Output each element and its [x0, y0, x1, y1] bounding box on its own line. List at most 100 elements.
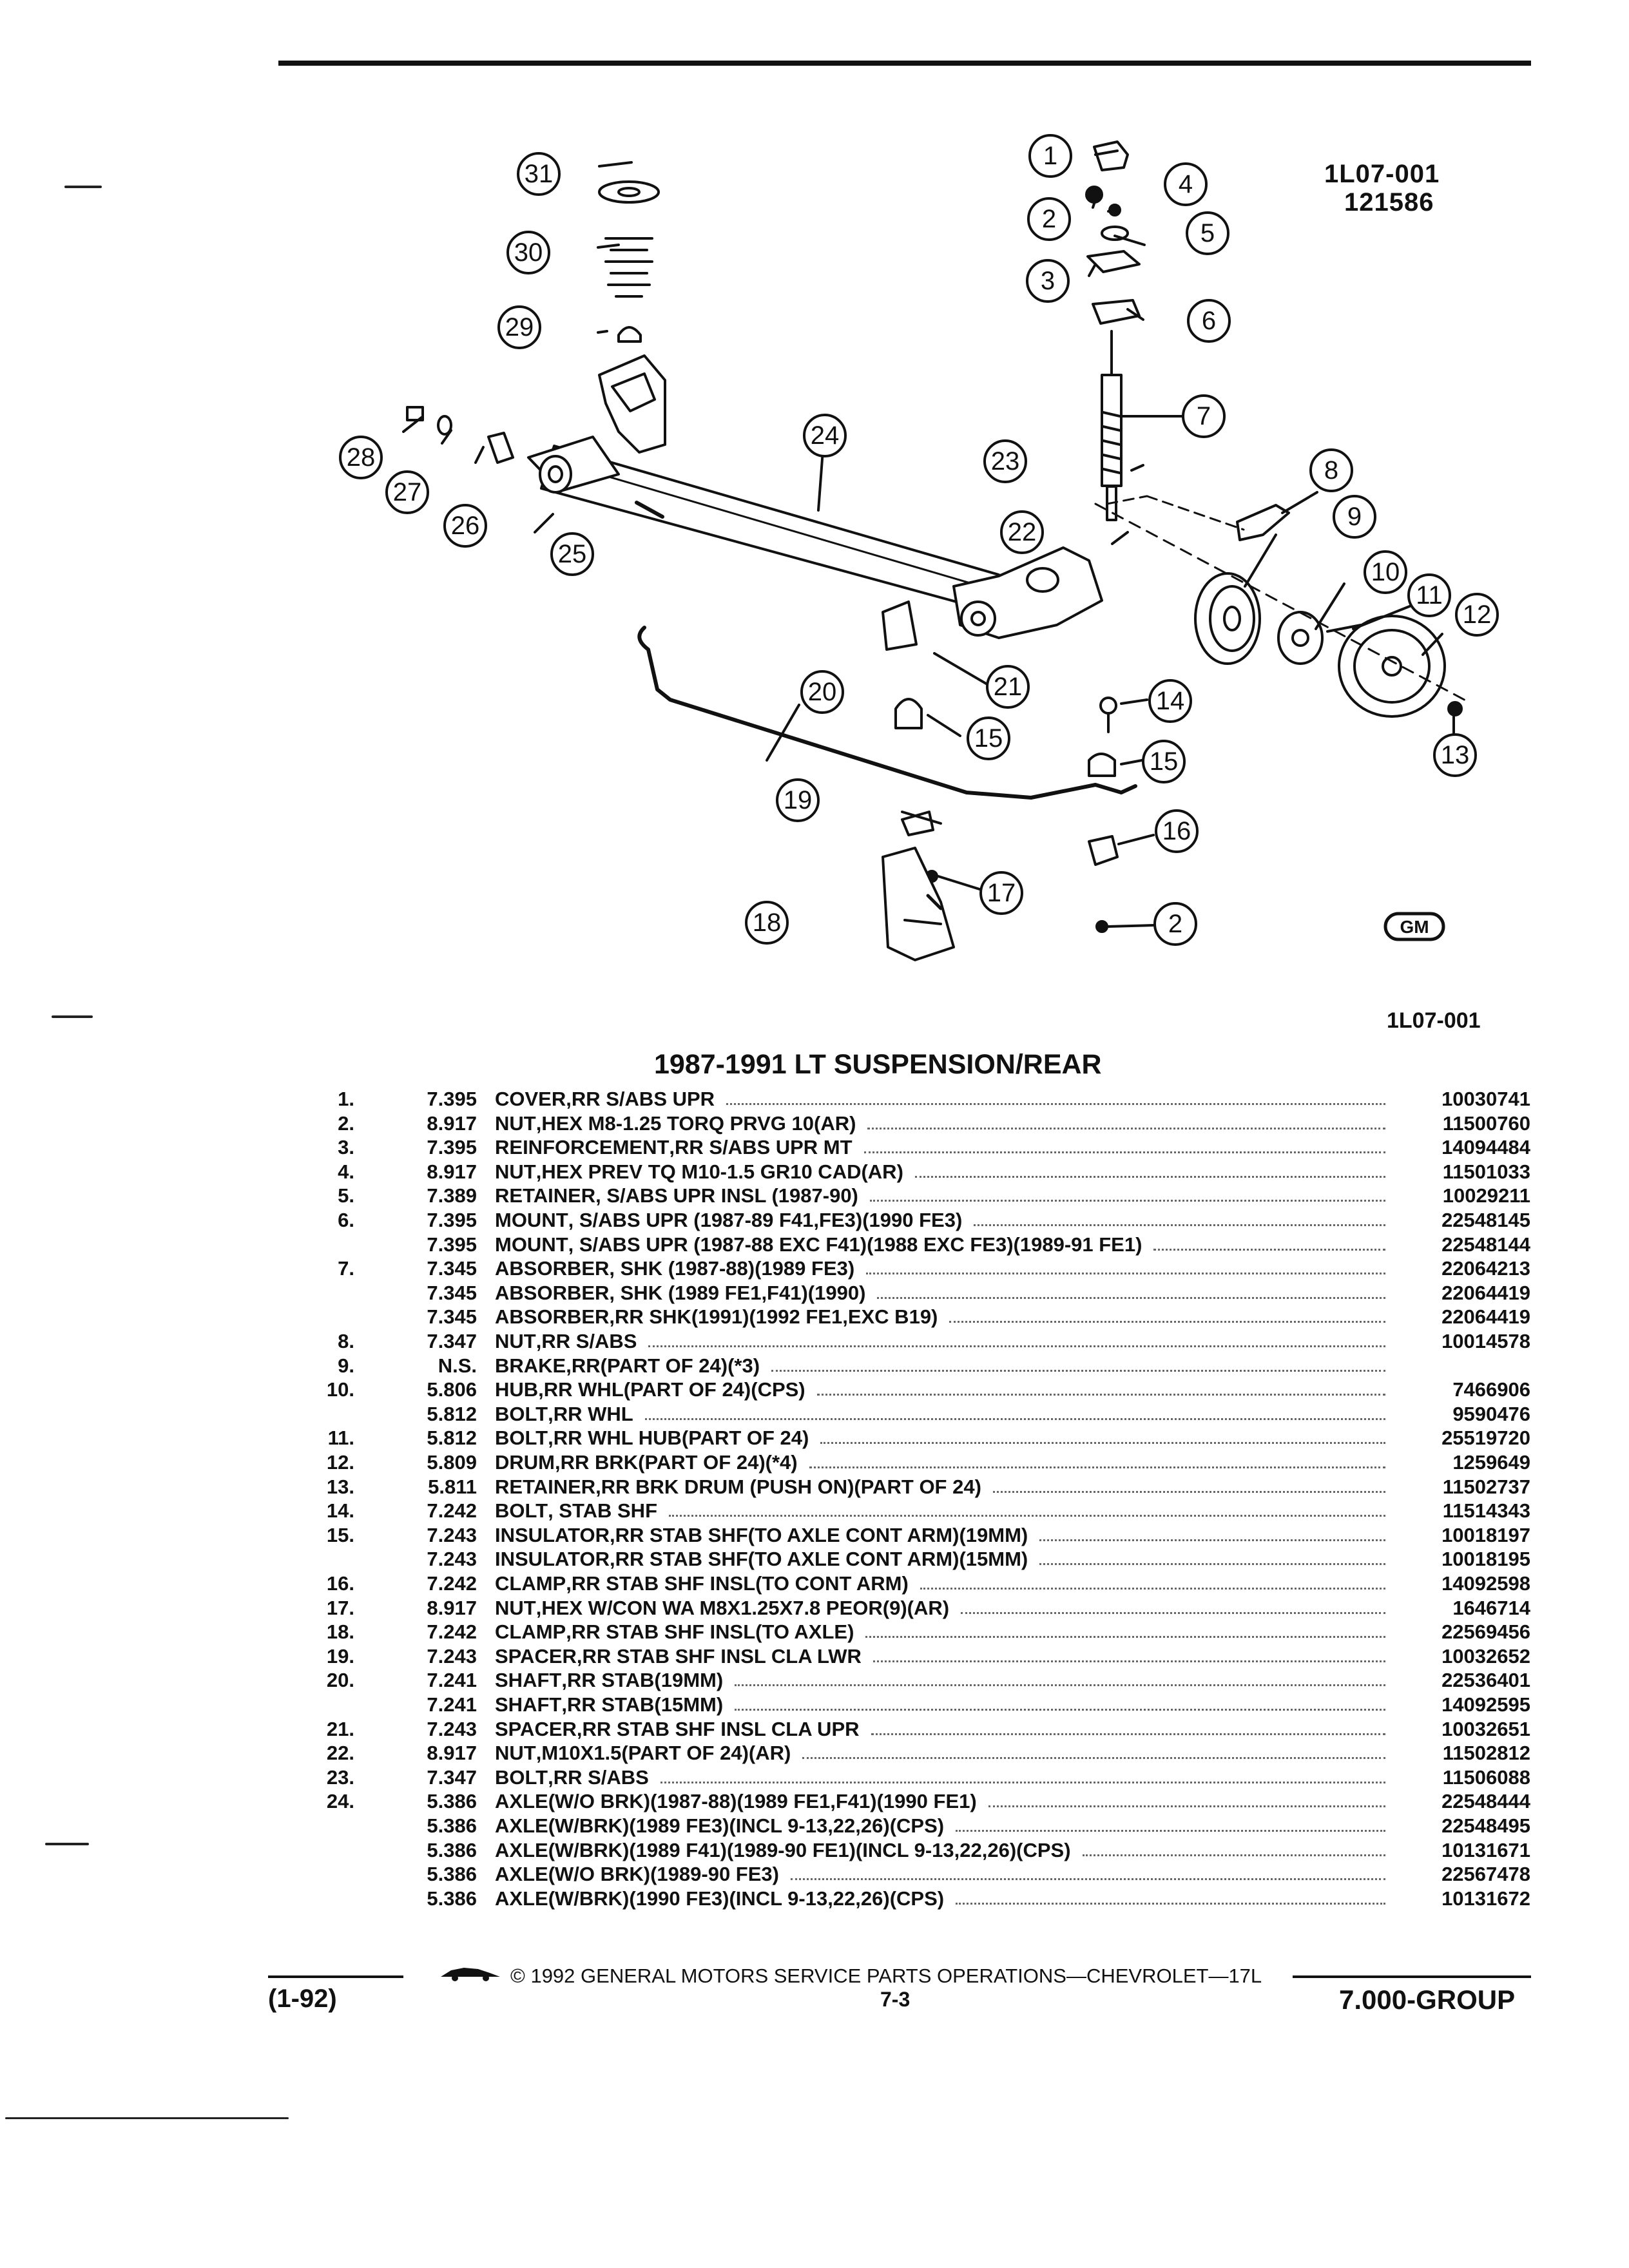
part-number: 10014578 [1441, 1330, 1530, 1352]
callout-17: 17 [979, 871, 1023, 915]
page-number: 7-3 [880, 1988, 911, 2011]
part-description: MOUNT , S/ABS UPR (1987-88 EXC F41)(1988… [495, 1233, 1391, 1256]
group-number: 7.243 [427, 1548, 477, 1571]
leader-dots [992, 1475, 1385, 1493]
svg-text:2: 2 [1168, 910, 1182, 938]
group-number: 7.345 [427, 1257, 477, 1280]
callout-7: 7 [1182, 394, 1226, 438]
callout-14: 14 [1148, 679, 1192, 723]
part-name: AXLE [495, 1838, 548, 1861]
svg-text:29: 29 [505, 313, 534, 341]
part-detail: ,RR STAB SHF INSL CLA UPR [576, 1717, 860, 1740]
part-description: DRUM ,RR BRK(PART OF 24)(*4) [495, 1451, 1391, 1474]
callout-31: 31 [517, 152, 561, 196]
ref-number: 3. [338, 1136, 354, 1159]
leader-dots [914, 1160, 1385, 1178]
part-name: NUT [495, 1330, 536, 1352]
leader-dots [726, 1088, 1385, 1105]
ref-number: 22. [326, 1742, 354, 1765]
leader-dots [1039, 1548, 1385, 1566]
ref-number: 11. [327, 1427, 354, 1450]
part-number: 25519720 [1441, 1427, 1530, 1450]
svg-text:28: 28 [347, 443, 376, 472]
svg-text:15: 15 [974, 724, 1003, 753]
svg-text:7: 7 [1197, 402, 1211, 430]
part-description: ABSORBER ,RR SHK(1991)(1992 FE1,EXC B19) [495, 1305, 1391, 1329]
leader-dots [988, 1790, 1385, 1808]
leader-dots [802, 1742, 1385, 1760]
part-name: ABSORBER [495, 1305, 610, 1329]
svg-text:9: 9 [1347, 503, 1362, 531]
leader-dots [735, 1669, 1385, 1687]
part-description: NUT ,HEX PREV TQ M10-1.5 GR10 CAD(AR) [495, 1160, 1391, 1184]
callout-21: 21 [986, 665, 1030, 709]
part-number: 14094484 [1441, 1136, 1530, 1159]
part-number: 22064419 [1441, 1281, 1530, 1304]
svg-text:4: 4 [1179, 170, 1193, 198]
part-description: INSULATOR ,RR STAB SHF(TO AXLE CONT ARM)… [495, 1548, 1391, 1571]
callout-15: 15 [967, 716, 1010, 760]
part-number: 9590476 [1452, 1402, 1530, 1425]
ref-number: 19. [326, 1644, 354, 1667]
part-description: BOLT ,RR WHL HUB(PART OF 24) [495, 1427, 1391, 1450]
part-detail: ,RR STAB(15MM) [561, 1693, 724, 1716]
part-detail: ,RR STAB SHF(TO AXLE CONT ARM)(15MM) [609, 1548, 1028, 1571]
ref-number: 7. [338, 1257, 354, 1280]
leader-dots [1039, 1524, 1385, 1541]
leader-dots [867, 1112, 1385, 1129]
group-number: 7.345 [427, 1305, 477, 1329]
part-detail: , SHK (1987-88)(1989 FE3) [609, 1257, 855, 1280]
callout-12: 12 [1455, 593, 1499, 637]
part-detail: ,RR(PART OF 24)(*3) [566, 1354, 760, 1377]
part-description: REINFORCEMENT ,RR S/ABS UPR MT [495, 1136, 1391, 1159]
callout-29: 29 [497, 305, 541, 349]
part-description: HUB ,RR WHL(PART OF 24)(CPS) [495, 1378, 1391, 1401]
part-description: AXLE (W/O BRK)(1987-88)(1989 FE1,F41)(19… [495, 1790, 1391, 1813]
svg-text:19: 19 [784, 786, 813, 814]
part-name: CLAMP [495, 1620, 566, 1644]
callout-5: 5 [1186, 211, 1229, 255]
leader-dots [869, 1184, 1385, 1202]
part-description: BRAKE ,RR(PART OF 24)(*3) [495, 1354, 1391, 1378]
part-name: ABSORBER [495, 1257, 610, 1280]
svg-text:6: 6 [1202, 307, 1216, 335]
group-number: 7.242 [427, 1572, 477, 1595]
ref-number: 17. [326, 1596, 354, 1619]
ref-number: 18. [326, 1620, 354, 1644]
callout-25: 25 [550, 532, 594, 576]
callout-1: 1 [1028, 134, 1072, 178]
figure-serial: 121586 [1344, 188, 1434, 216]
callout-2b: 2 [1153, 902, 1197, 946]
ref-number: 15. [326, 1523, 354, 1546]
leader-dots [949, 1305, 1385, 1323]
part-number: 7466906 [1452, 1378, 1530, 1401]
part-name: SPACER [495, 1717, 577, 1740]
callout-28: 28 [339, 436, 383, 479]
group-number: 7.347 [427, 1330, 477, 1352]
group-number: 8.917 [427, 1742, 477, 1765]
leader-dots [771, 1354, 1385, 1372]
part-number: 22536401 [1441, 1669, 1530, 1692]
part-detail: ,RR BRK(PART OF 24)(*4) [555, 1451, 798, 1474]
part-number: 11500760 [1442, 1111, 1530, 1135]
part-description: NUT ,RR S/ABS [495, 1330, 1391, 1353]
part-number: 10131671 [1441, 1838, 1530, 1861]
part-name: BOLT [495, 1765, 548, 1789]
part-number: 14092595 [1441, 1693, 1530, 1716]
group-number: 5.386 [427, 1790, 477, 1813]
part-number: 22548144 [1441, 1233, 1530, 1256]
callout-9: 9 [1333, 495, 1376, 539]
part-number: 22569456 [1441, 1620, 1530, 1644]
svg-text:20: 20 [808, 678, 837, 706]
group-number: 7.243 [427, 1717, 477, 1740]
part-name: NUT [495, 1596, 536, 1619]
